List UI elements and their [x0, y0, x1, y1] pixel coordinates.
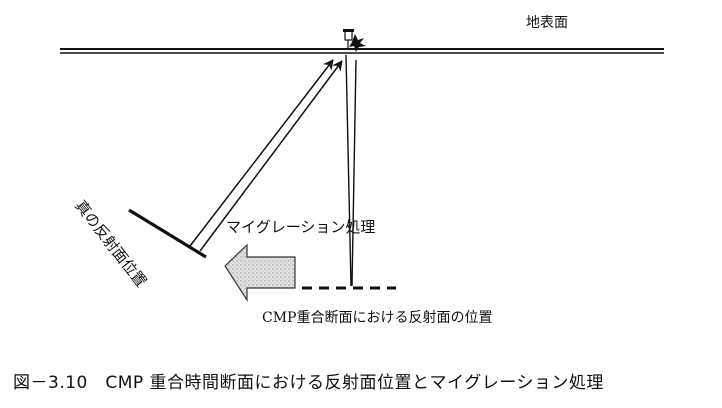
true-reflector-line: [128, 208, 207, 259]
figure-caption: 図－3.10 CMP 重合時間断面における反射面位置とマイグレーション処理: [13, 373, 604, 393]
migration-label: マイグレーション処理: [226, 218, 376, 236]
shot-burst-icon: [349, 34, 366, 52]
ground-surface-label: 地表面: [526, 15, 568, 31]
ray-path-right: [199, 60, 343, 252]
cmp-ray-down: [345, 54, 352, 287]
cmp-ray-up: [351, 59, 357, 287]
ground-surface-line: [60, 48, 664, 54]
ray-path-left: [189, 59, 334, 247]
cmp-reflector-label: CMP重合断面における反射面の位置: [262, 310, 493, 326]
migration-block-arrow: [224, 243, 296, 303]
source-receiver-icon: [343, 29, 354, 48]
